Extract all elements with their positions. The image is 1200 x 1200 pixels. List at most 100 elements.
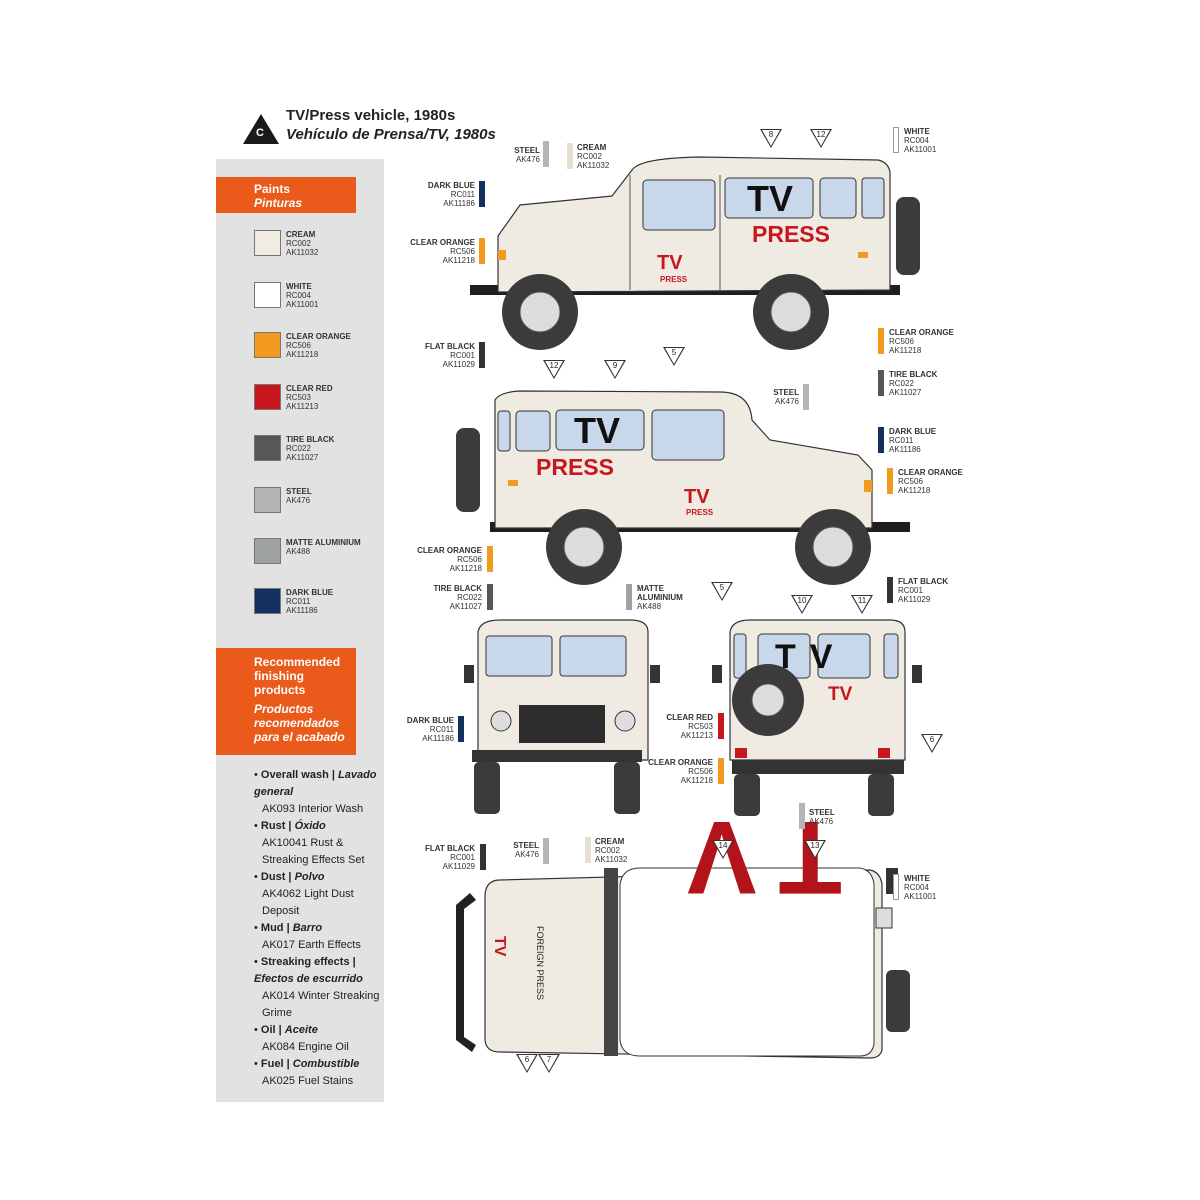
callout-code: AK11029 (442, 862, 475, 871)
side-left-tv-window: TV (747, 178, 794, 219)
paint-code: RC002 (286, 239, 311, 248)
color-bar-clear-orange (887, 468, 893, 494)
callout-name: FLAT BLACK (424, 342, 475, 351)
paint-name: TIRE BLACK (286, 435, 335, 444)
callout-name: WHITE (904, 874, 930, 883)
bullet-icon: • (254, 769, 261, 781)
rear-tv-window: TV (775, 638, 847, 676)
color-bar-white (893, 127, 899, 153)
callout-marker-number: 13 (810, 841, 820, 850)
top-hood-foreign-press: FOREIGN PRESS (535, 926, 545, 1001)
callout-code: RC506 (450, 247, 475, 256)
callout-code: AK488 (637, 602, 662, 611)
color-bar-cream (585, 837, 591, 863)
callout-marker-number: 11 (857, 596, 867, 605)
finishing-item-heading: • Dust | Polvo (254, 869, 380, 886)
paint-color-swatch (254, 435, 281, 461)
finishing-title: Recommended finishing products (254, 655, 341, 697)
color-bar-steel (799, 803, 805, 829)
finishing-item-label: Overall wash (260, 769, 329, 781)
paint-code: AK488 (286, 547, 311, 556)
paint-code: RC022 (286, 444, 311, 453)
callout-code: RC011 (429, 725, 454, 734)
finishing-item-heading: • Rust | Óxido (254, 818, 380, 835)
callout-code: AK11001 (904, 892, 937, 901)
callout-marker-icon: 14 (712, 840, 734, 859)
paint-color-swatch (254, 230, 281, 256)
callout-name: CLEAR ORANGE (410, 238, 475, 247)
callout-marker-number: 5 (719, 583, 725, 592)
paint-color-swatch (254, 384, 281, 410)
finishing-item-heading: • Oil | Aceite (254, 1022, 380, 1039)
paint-code: AK11186 (286, 606, 318, 615)
callout-code: AK11186 (422, 734, 454, 743)
bullet-icon: • (254, 820, 261, 832)
callout-name: WHITE (904, 127, 930, 136)
callout-marker-icon: 6 (921, 734, 943, 753)
paint-code: AK11027 (286, 453, 319, 462)
paints-title-es: Pinturas (254, 196, 303, 210)
callout-code: AK476 (514, 850, 539, 859)
color-bar-dark-blue (458, 716, 464, 742)
color-bar-cream (567, 143, 573, 169)
callout-code: AK11186 (889, 445, 921, 454)
paint-code: AK11213 (286, 402, 319, 411)
callout-marker-number: 12 (816, 130, 826, 139)
color-bar-steel (543, 141, 549, 167)
callout-marker-icon: 12 (543, 360, 565, 379)
color-bar-clear-orange (878, 328, 884, 354)
callout-marker-icon: 6 (516, 1054, 538, 1073)
callout-marker-number: 6 (524, 1055, 530, 1064)
callout-marker-number: 10 (797, 596, 807, 605)
callout-marker-number: 7 (546, 1055, 552, 1064)
finishing-item-product: AK017 Earth Effects (262, 939, 361, 951)
paint-name: CREAM (286, 230, 316, 239)
side-left-door-tv: TV (657, 252, 683, 274)
callout-code: RC011 (889, 436, 914, 445)
callout-marker-number: 8 (768, 130, 774, 139)
callout-code: RC506 (457, 555, 482, 564)
color-bar-clear-orange (718, 758, 724, 784)
callout-marker-icon: 11 (851, 595, 873, 614)
callout-code: AK11218 (889, 346, 922, 355)
finishing-item-product: AK4062 Light Dust Deposit (262, 888, 354, 917)
callout-marker-number: 5 (671, 348, 677, 357)
callout-marker-icon: 10 (791, 595, 813, 614)
bullet-icon: • (254, 871, 261, 883)
vehicle-top-drawing (456, 867, 910, 1059)
paint-color-swatch (254, 282, 281, 308)
callout-name: CLEAR ORANGE (648, 758, 713, 767)
finishing-item-label: Oil (260, 1024, 276, 1036)
finishing-item-label-es: Óxido (294, 820, 326, 832)
finishing-item-label: Fuel (260, 1058, 284, 1070)
page-title: TV/Press vehicle, 1980s (286, 107, 456, 124)
paint-color-swatch (254, 538, 281, 564)
finishing-item: • Streaking effects | Efectos de escurri… (254, 954, 380, 1022)
sidebar-panel (216, 159, 384, 1102)
finishing-ribbon: Recommended finishing products Productos… (216, 648, 356, 755)
callout-name: STEEL (514, 146, 540, 155)
side-right-door-tv: TV (684, 486, 710, 508)
paint-name: CLEAR RED (286, 384, 333, 393)
paint-code: AK11001 (286, 300, 319, 309)
paint-color-swatch (254, 487, 281, 513)
callout-name: CREAM (595, 837, 625, 846)
callout-code: RC011 (450, 190, 475, 199)
